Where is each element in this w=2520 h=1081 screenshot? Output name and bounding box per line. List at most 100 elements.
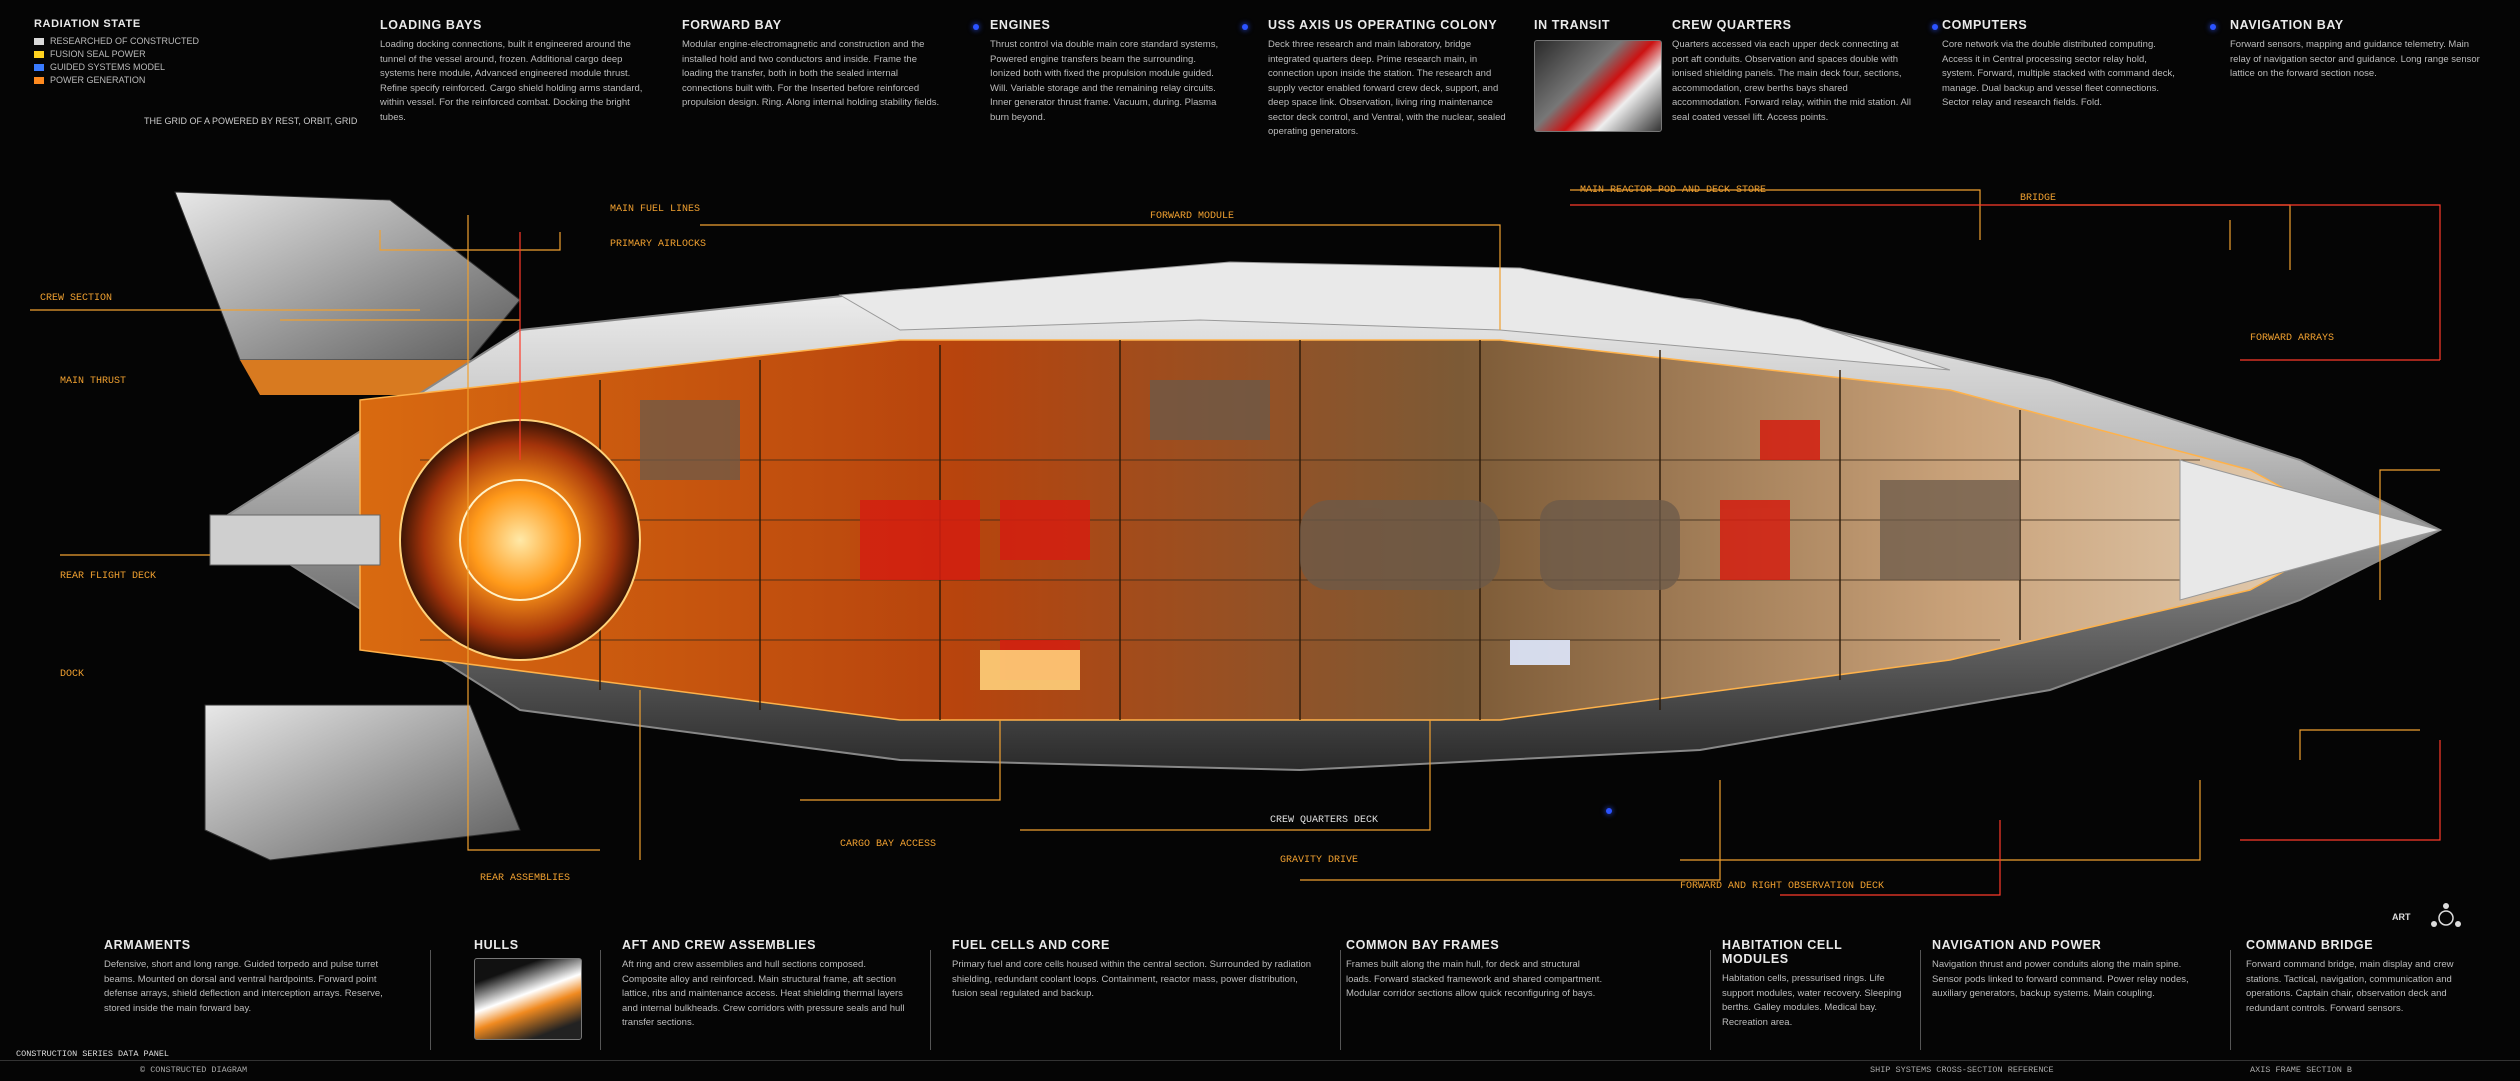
panel-body: Core network via the double distributed … (1942, 39, 2175, 108)
glow-panel (1510, 640, 1570, 665)
panel-title: AFT AND CREW ASSEMBLIES (622, 938, 817, 952)
panel-body: Modular engine-electromagnetic and const… (682, 39, 940, 108)
callout-label: DOCK (60, 669, 84, 680)
callout-lines-red (519, 204, 2441, 896)
callout-label: PRIMARY AIRLOCKS (610, 239, 706, 250)
panel-body: Deck three research and main laboratory,… (1268, 39, 1506, 137)
divider (430, 950, 431, 1050)
legend-title: RADIATION STATE (34, 18, 141, 30)
panel-navigation-power: NAVIGATION AND POWER Navigation thrust a… (1932, 938, 2212, 1002)
dorsal-ridge (838, 261, 1951, 371)
brand-text: ART (2392, 912, 2411, 922)
panel-title: HULLS (474, 938, 519, 952)
panel-title: CREW QUARTERS (1672, 18, 1792, 32)
legend-row: GUIDED SYSTEMS MODEL (34, 61, 357, 74)
bulkheads (599, 340, 2021, 720)
footer-right2: AXIS FRAME SECTION B (2250, 1065, 2353, 1075)
panel-forward-bay: FORWARD BAY Modular engine-electromagnet… (682, 18, 942, 111)
panel-body: Forward command bridge, main display and… (2246, 959, 2454, 1014)
panel-crew-quarters: CREW QUARTERS Quarters accessed via each… (1672, 18, 1912, 125)
transit-thumbnail (1534, 40, 1662, 132)
panel-body: Quarters accessed via each upper deck co… (1672, 39, 1912, 123)
panel-title: FUEL CELLS AND CORE (952, 938, 1110, 952)
panel-body: Aft ring and crew assemblies and hull se… (622, 959, 905, 1028)
panel-title: NAVIGATION BAY (2230, 18, 2344, 32)
panel-title: COMMAND BRIDGE (2246, 938, 2374, 952)
aft-thruster (209, 514, 381, 566)
footer: CONSTRUCTION SERIES DATA PANEL © CONSTRU… (0, 1049, 2520, 1081)
legend-row: RESEARCHED OF CONSTRUCTED (34, 35, 357, 48)
legend-label: GUIDED SYSTEMS MODEL (50, 62, 166, 72)
panel-fuel-cells: FUEL CELLS AND CORE Primary fuel and cor… (952, 938, 1322, 1002)
callout-label: CREW SECTION (40, 293, 112, 304)
legend-swatch (34, 51, 44, 58)
red-modules (860, 420, 1820, 680)
panel-body: Primary fuel and core cells housed withi… (952, 959, 1312, 999)
legend: RADIATION STATE RESEARCHED OF CONSTRUCTE… (34, 18, 357, 128)
callout-label: CARGO BAY ACCESS (840, 839, 936, 850)
footer-right: SHIP SYSTEMS CROSS-SECTION REFERENCE (1870, 1065, 2054, 1075)
tail-fin-upper (174, 191, 521, 361)
callout-label: BRIDGE (2020, 193, 2056, 204)
divider (1710, 950, 1711, 1050)
legend-label: POWER GENERATION (50, 75, 146, 85)
panel-title: HABITATION CELL MODULES (1722, 938, 1843, 966)
panel-title: COMPUTERS (1942, 18, 2028, 32)
panel-title: FORWARD BAY (682, 18, 782, 32)
callout-label: GRAVITY DRIVE (1280, 855, 1358, 866)
legend-swatch (34, 38, 44, 45)
callout-label: FORWARD ARRAYS (2250, 333, 2334, 344)
panel-body: Forward sensors, mapping and guidance te… (2230, 39, 2480, 79)
brand-logo (2431, 903, 2461, 927)
indicator-dot (973, 24, 979, 30)
callout-label: FORWARD MODULE (1150, 211, 1234, 222)
panel-navigation-bay: NAVIGATION BAY Forward sensors, mapping … (2230, 18, 2490, 82)
panel-common-bay: COMMON BAY FRAMES Frames built along the… (1346, 938, 1606, 1002)
panel-title: ENGINES (990, 18, 1051, 32)
footer-sub: © CONSTRUCTED DIAGRAM (140, 1065, 248, 1075)
legend-label: RESEARCHED OF CONSTRUCTED (50, 36, 200, 46)
callout-label: CREW QUARTERS DECK (1270, 815, 1378, 826)
panel-title: LOADING BAYS (380, 18, 482, 32)
panel-title: USS AXIS US OPERATING COLONY (1268, 18, 1498, 32)
panel-aft-crew: AFT AND CREW ASSEMBLIES Aft ring and cre… (622, 938, 912, 1031)
tail-fin-upper-glow (240, 360, 480, 395)
callout-label: FORWARD AND RIGHT OBSERVATION DECK (1680, 881, 1884, 892)
indicator-dot (2210, 24, 2216, 30)
divider (1340, 950, 1341, 1050)
hull-thumbnail (474, 958, 582, 1040)
divider (2230, 950, 2231, 1050)
panel-body: Frames built along the main hull, for de… (1346, 959, 1603, 999)
footer-title: CONSTRUCTION SERIES DATA PANEL (16, 1049, 170, 1059)
panel-body: Navigation thrust and power conduits alo… (1932, 959, 2189, 999)
indicator-dot (1606, 808, 1612, 814)
callout-label: REAR FLIGHT DECK (60, 571, 156, 582)
callout-label: MAIN THRUST (60, 376, 126, 387)
machinery-blocks (640, 380, 2020, 590)
panel-computers: COMPUTERS Core network via the double di… (1942, 18, 2182, 111)
legend-note: THE GRID OF A POWERED BY REST, ORBIT, GR… (144, 116, 358, 126)
legend-label: FUSION SEAL POWER (50, 49, 146, 59)
divider (1920, 950, 1921, 1050)
glow-panel (980, 650, 1080, 690)
reactor-ring (459, 479, 581, 601)
indicator-dot (1242, 24, 1248, 30)
panel-body: Defensive, short and long range. Guided … (104, 959, 383, 1014)
panel-hulls: HULLS (474, 938, 584, 1040)
nose-cone (2179, 459, 2441, 601)
divider (930, 950, 931, 1050)
tail-fin-lower (204, 704, 521, 861)
callout-label: MAIN REACTOR POD AND DECK STORE (1580, 185, 1766, 196)
panel-title: NAVIGATION AND POWER (1932, 938, 2102, 952)
panel-in-transit: IN TRANSIT (1534, 18, 1664, 132)
panel-command-bridge: COMMAND BRIDGE Forward command bridge, m… (2246, 938, 2456, 1016)
panel-engines: ENGINES Thrust control via double main c… (990, 18, 1220, 125)
indicator-dot (1932, 24, 1938, 30)
legend-swatch (34, 77, 44, 84)
divider (600, 950, 601, 1050)
callout-label: REAR ASSEMBLIES (480, 873, 570, 884)
panel-armaments: ARMAMENTS Defensive, short and long rang… (104, 938, 404, 1016)
panel-body: Thrust control via double main core stan… (990, 39, 1219, 123)
panel-title: IN TRANSIT (1534, 18, 1611, 32)
